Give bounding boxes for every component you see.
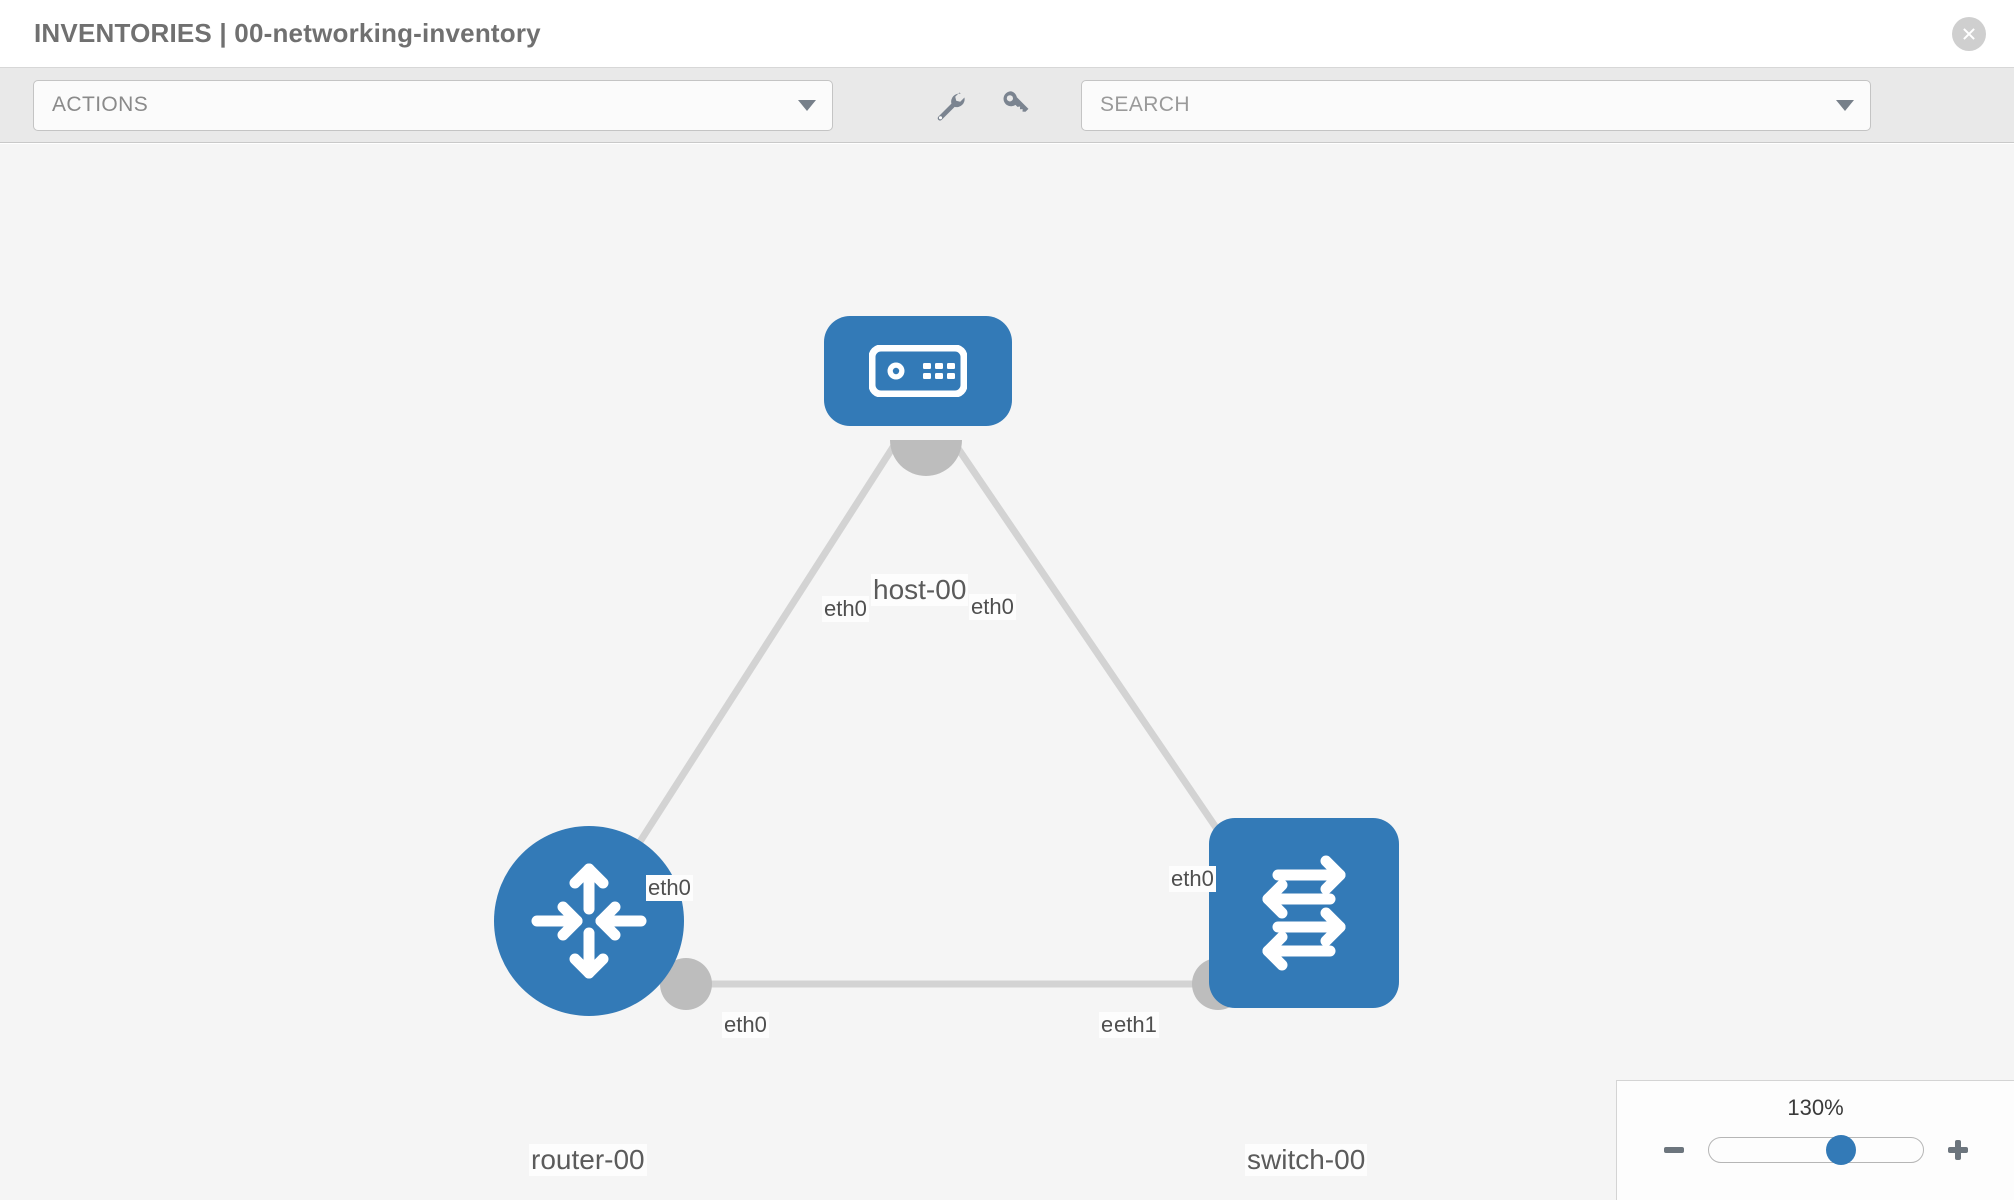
zoom-slider-row [1617, 1133, 2014, 1167]
topology-toolbar: ACTIONS [0, 68, 2014, 143]
zoom-level-label: 130% [1787, 1095, 1844, 1120]
chevron-down-icon[interactable] [1836, 99, 1854, 111]
switch-arrows-icon [1262, 855, 1346, 971]
zoom-slider[interactable] [1707, 1135, 1924, 1165]
plus-icon[interactable] [1941, 1133, 1975, 1167]
close-icon[interactable] [1952, 16, 1986, 51]
search-box[interactable] [1081, 79, 1871, 131]
zoom-control-panel: 130% [1616, 1080, 2014, 1200]
toolbar-icon-group [931, 87, 1033, 123]
topology-links [597, 440, 1271, 1010]
wrench-icon[interactable] [931, 87, 967, 123]
router-arrows-icon [531, 863, 647, 979]
page-header: INVENTORIES | 00-networking-inventory [0, 0, 2014, 68]
actions-dropdown-label: ACTIONS [52, 93, 149, 116]
page-title: INVENTORIES | 00-networking-inventory [34, 18, 541, 48]
node-host-00[interactable] [824, 316, 1012, 426]
node-switch-00[interactable] [1209, 818, 1399, 1008]
minus-icon[interactable] [1657, 1133, 1691, 1167]
connection-handles [660, 440, 1270, 1010]
server-icon [869, 345, 967, 397]
chevron-down-icon [798, 99, 816, 111]
handle-router-right [660, 958, 712, 1010]
link-host-router [597, 442, 898, 906]
node-router-00[interactable] [494, 826, 684, 1016]
actions-dropdown[interactable]: ACTIONS [33, 79, 833, 131]
key-icon[interactable] [997, 87, 1033, 123]
search-input[interactable] [1082, 80, 1836, 130]
topology-canvas[interactable]: host-00 router-00 switch-00 eth0 eth0 et… [0, 144, 2014, 1200]
handle-host-bottom [890, 440, 962, 476]
zoom-slider-thumb[interactable] [1826, 1135, 1857, 1165]
